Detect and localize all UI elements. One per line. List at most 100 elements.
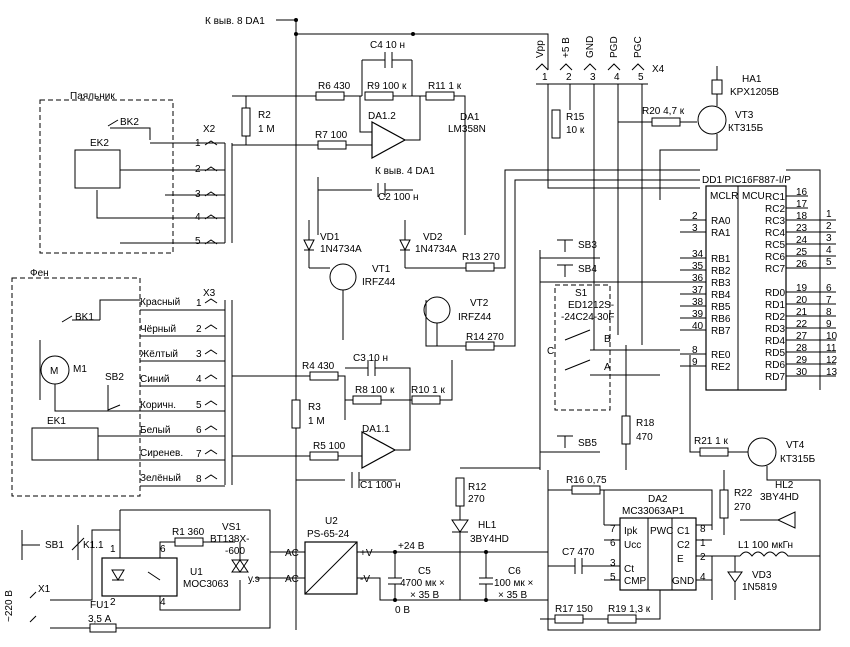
svg-text:4: 4 [700,572,706,583]
vt4-ref: VT4 [786,440,805,451]
bk1-label: BK1 [75,312,94,323]
mcu-pin-name: RB4 [711,290,731,301]
svg-text:7: 7 [610,524,616,535]
r14-label: R14 270 [466,332,504,343]
dd1-label: DD1 PIC16F887-I/P [702,175,791,186]
svg-text:6: 6 [196,425,202,436]
c6-val: 100 мк × [494,578,533,589]
vt1-mosfet [329,263,357,291]
mcu-pin-name: RB5 [711,302,731,313]
c5-val: 4700 мк × [400,578,445,589]
svg-text:5: 5 [610,572,616,583]
mcu-pin-name: RC2 [765,204,785,215]
svg-text:GND: GND [585,36,596,58]
r22-val: 270 [734,502,751,513]
da2-ipk: Ipk [624,526,638,537]
da2-pwc: PWC [650,526,673,537]
da1-1-label: DA1.1 [362,424,390,435]
opamp-da1-2 [371,120,407,160]
u2-ac2: AC [285,574,299,585]
c6-volt: × 35 В [498,590,528,601]
svg-text:5: 5 [196,400,202,411]
svg-text:7: 7 [196,449,202,460]
da2-c1: C1 [677,526,690,537]
mcu-pin-num: 3 [692,223,698,234]
r12-ref: R12 [468,482,487,493]
r2-val: 1 М [258,124,275,135]
u2-minus: -V [360,574,370,585]
sb2-label: SB2 [105,372,124,383]
svg-text:8: 8 [196,474,202,485]
svg-text:1: 1 [700,538,706,549]
r17-label: R17 150 [555,604,593,615]
mcu-left-pins: RA02RA13RB134RB235RB336RB437RB538RB639RB… [680,211,731,373]
x2-label: X2 [203,124,216,135]
sb3-label: SB3 [578,240,597,251]
heater-ek1-label: EK1 [47,416,66,427]
svg-text:PGD: PGD [609,36,620,58]
vd1-val: 1N4734A [320,244,362,255]
mcu-pin-num: 36 [692,273,704,284]
svg-text:1: 1 [542,72,548,83]
u1-pin4: 4 [160,597,166,608]
x1-label: X1 [38,584,51,595]
r19-label: R19 1,3 к [608,604,651,615]
u1-val: MOC3063 [183,579,229,590]
heater-ek2 [74,149,121,189]
da1-ref: DA1 [460,112,480,123]
l1-label: L1 100 мкГн [738,540,793,551]
svg-text:2: 2 [196,324,202,335]
mcu-pin-name: RD7 [765,372,785,383]
svg-text:Белый: Белый [140,425,170,436]
mcu-header-left: MCLR [710,191,738,202]
mcu-pin-num: 20 [796,295,808,306]
svg-text:3: 3 [590,72,596,83]
mcu-pin-name: RD4 [765,336,785,347]
svg-text:4: 4 [614,72,620,83]
opamp-da1-1 [361,430,397,470]
bus-number: 12 [826,355,838,366]
mcu-pin-num: 34 [692,249,704,260]
vt1-ref: VT1 [372,264,391,275]
hot-air-box [11,277,141,497]
soldering-iron-box [39,99,174,254]
mcu-pin-num: 23 [796,223,808,234]
mcu-pin-name: RD2 [765,312,785,323]
label-pin8-da1: К выв. 8 DA1 [205,16,265,27]
mcu-pin-name: RC3 [765,216,785,227]
mcu-pin-num: 25 [796,247,808,258]
sb5-label: SB5 [578,438,597,449]
bus-number: 5 [826,257,832,268]
vs1-gate: у.э [248,574,260,585]
heater-ek1 [31,427,99,461]
r15-val: 10 к [566,125,585,136]
mcu-pin-num: 40 [692,321,704,332]
hl2-ref: HL2 [775,480,794,491]
c5-ref: C5 [418,566,431,577]
u2-plus: +V [360,548,373,559]
bus-number: 7 [826,295,832,306]
s1-a: A [604,362,611,373]
mcu-pin-name: RB6 [711,314,731,325]
r2-ref: R2 [258,110,271,121]
mcu-pin-num: 37 [692,285,704,296]
svg-text:Сиренев.: Сиренев. [140,448,183,459]
bus-number: 9 [826,319,832,330]
bus-number: 3 [826,233,832,244]
mcu-pin-name: RD1 [765,300,785,311]
encoder-s1 [554,284,611,411]
hl1-val: 3BY4HD [470,534,509,545]
vd3-ref: VD3 [752,570,772,581]
x3-pins: 1 2 3 4 5 6 7 8 [196,298,202,485]
mcu-pin-name: RC6 [765,252,785,263]
mcu-pin-name: RD6 [765,360,785,371]
vt2-mosfet [423,296,451,324]
da2-cmp: CMP [624,576,647,587]
svg-text:5: 5 [195,236,201,247]
da2-val: MC33063AP1 [622,506,685,517]
r3-val: 1 М [308,416,325,427]
mcu-pin-num: 9 [692,357,698,368]
r9-label: R9 100 к [367,81,407,92]
hot-air-title: Фен [30,268,49,279]
